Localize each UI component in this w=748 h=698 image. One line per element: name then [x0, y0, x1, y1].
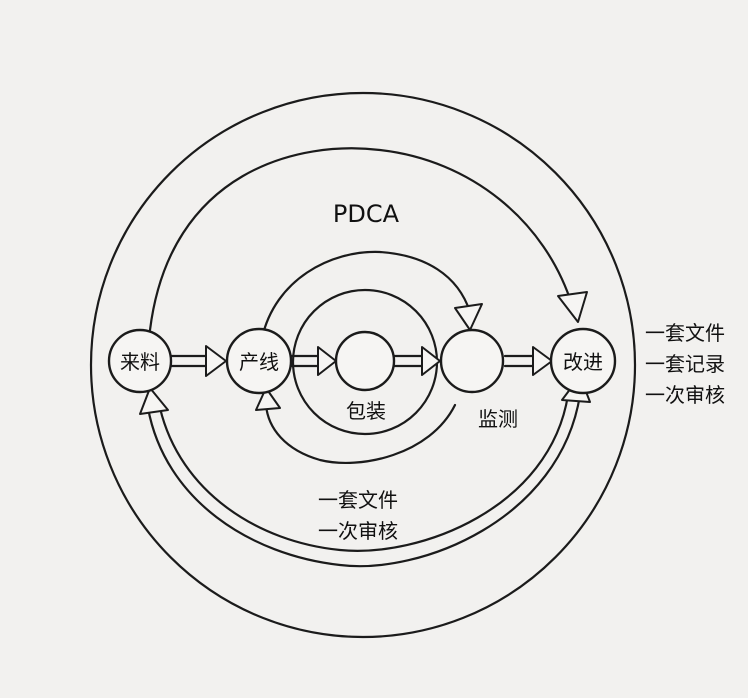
node-chanxian [225, 327, 293, 395]
note-right-3: 一次审核 [645, 383, 725, 407]
bottom-arc-inner [158, 393, 570, 552]
label-gaijin: 改进 [563, 350, 603, 374]
outer-circle [89, 91, 637, 639]
arrow-lailiao-to-chanxian [170, 345, 227, 377]
node-jiance [439, 328, 505, 394]
arrow-jiance-to-gaijin [503, 346, 553, 376]
middle-bottom-arc [264, 403, 457, 464]
label-chanxian: 产线 [239, 350, 279, 374]
arrow-chanxian-to-baozhuang [290, 346, 337, 376]
middle-top-arc [260, 250, 472, 340]
note-bottom-2: 一次审核 [318, 519, 398, 543]
label-lailiao: 来料 [120, 350, 160, 374]
middle-bottom-arrowhead [255, 387, 281, 411]
label-jiance: 监测 [478, 407, 518, 431]
label-baozhuang: 包装 [346, 399, 386, 423]
node-baozhuang [334, 330, 396, 392]
note-right-2: 一套记录 [645, 352, 725, 376]
top-arc-arrowhead [557, 291, 588, 323]
node-gaijin [549, 327, 617, 395]
bottom-arc-arrowhead-left [139, 387, 169, 415]
middle-top-arrowhead [454, 303, 483, 331]
note-bottom-1: 一套文件 [318, 488, 398, 512]
note-right-1: 一套文件 [645, 321, 725, 345]
top-arc-lailiao-to-gaijin [148, 147, 574, 332]
arrow-baozhuang-to-jiance [393, 346, 441, 376]
bottom-arc-outer [146, 393, 582, 568]
diagram-title: PDCA [333, 200, 400, 228]
node-lailiao [107, 328, 173, 394]
